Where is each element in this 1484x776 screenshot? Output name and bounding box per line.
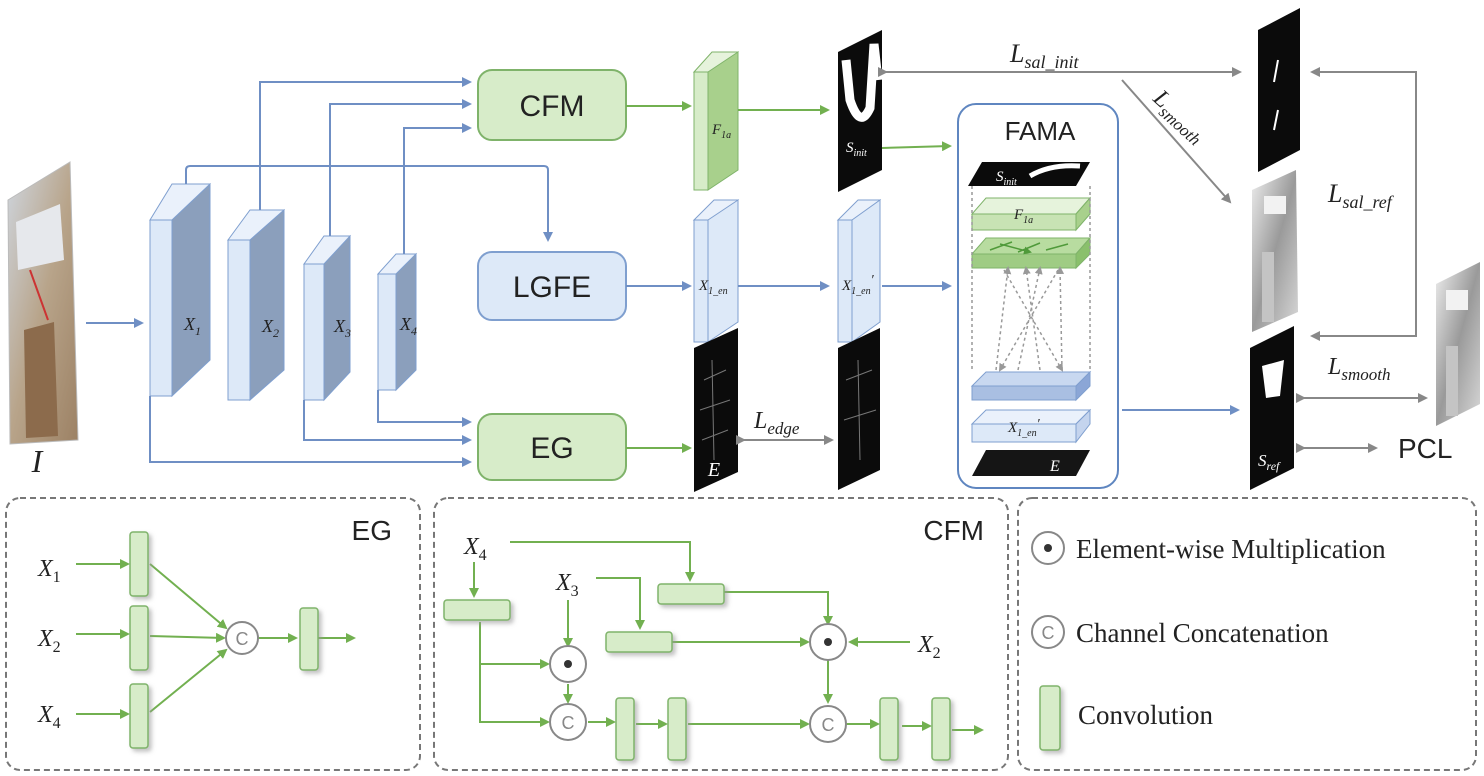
- x1-block: [149, 182, 211, 398]
- legend-panel: [1017, 497, 1477, 771]
- x1en-prime-map: [836, 199, 882, 343]
- cfm-panel-x4: X4: [463, 534, 487, 564]
- edge-loss-label: Ledge: [753, 408, 800, 438]
- smooth-loss-arrow-top: [1121, 79, 1232, 204]
- cfm-label: CFM: [520, 90, 585, 123]
- legend-conv-icon: [1039, 685, 1061, 751]
- x2-label: X2: [261, 316, 279, 340]
- eg-panel: [5, 497, 421, 771]
- edge-map-label: E: [707, 459, 720, 481]
- sal-ref-loss-label: Lsal_ref: [1327, 179, 1395, 212]
- eg-label: EG: [530, 432, 573, 465]
- f1a-map: [692, 51, 740, 191]
- cfm-panel-title: CFM: [923, 515, 984, 546]
- eg-panel-convs: [129, 531, 319, 749]
- s-ref-map: [1250, 326, 1294, 490]
- x1-label: X1: [183, 314, 201, 338]
- sal-init-gt-map: [1258, 8, 1300, 172]
- legend-concat-label: Channel Concatenation: [1076, 618, 1329, 648]
- x4-label: X4: [399, 314, 417, 338]
- cfm-panel-convs: [443, 583, 951, 761]
- x3-label: X3: [333, 316, 351, 340]
- legend-concat-icon: [1031, 615, 1065, 649]
- cfm-panel: [433, 497, 1009, 771]
- fama-attention-plate: [970, 236, 1092, 270]
- x4-block: [376, 252, 418, 392]
- s-ref-label: Sref: [1258, 451, 1281, 473]
- eg-panel-x1: X1: [37, 556, 61, 586]
- smooth-loss-label-bottom: Lsmooth: [1327, 354, 1390, 384]
- eg-panel-wiring: [76, 559, 356, 719]
- encoder-connections: [149, 77, 553, 467]
- eg-concat-symbol: C: [236, 629, 249, 649]
- input-image: [7, 161, 79, 445]
- fama-e-plate: [972, 450, 1090, 476]
- eg-concat-node: [225, 621, 259, 655]
- s-init-map: [838, 30, 883, 192]
- s-init-label: Sinit: [846, 140, 867, 159]
- sal-init-loss-label: Lsal_init: [1009, 39, 1079, 72]
- cfm-concat-symbol-1: C: [562, 713, 575, 733]
- fama-s-init-label: Sinit: [996, 169, 1017, 188]
- f1a-label: F1a: [711, 122, 731, 141]
- fama-f1a-label: F1a: [1013, 207, 1033, 226]
- x2-block: [227, 208, 285, 402]
- fama-dotted-links: [971, 186, 1091, 372]
- cfm-panel-x2: X2: [917, 632, 941, 662]
- fama-e-label: E: [1049, 458, 1060, 475]
- legend-mult-icon: [1031, 531, 1065, 565]
- legend-conv-label: Convolution: [1078, 700, 1214, 730]
- fama-title: FAMA: [1005, 116, 1076, 146]
- refined-edge-map: [838, 328, 880, 490]
- grayscale-image-top: [1252, 170, 1298, 332]
- cfm-mult-node-1: [549, 645, 587, 683]
- cfm-panel-x3: X3: [555, 570, 579, 600]
- cfm-panel-wiring: [469, 541, 984, 735]
- eg-panel-x2: X2: [37, 626, 61, 656]
- x1en-prime-label: X1_en′: [841, 273, 875, 297]
- fama-f1a-plate: [970, 196, 1092, 232]
- grayscale-image-right: [1436, 262, 1480, 426]
- pcl-label: PCL: [1398, 433, 1452, 464]
- legend-mult-label: Element-wise Multiplication: [1076, 534, 1386, 564]
- input-label: I: [31, 443, 44, 479]
- cfm-concat-node-2: [809, 705, 847, 743]
- lgfe-label: LGFE: [513, 271, 591, 304]
- x3-block: [303, 234, 351, 402]
- legend-concat-symbol: C: [1042, 623, 1055, 643]
- fama-blue-plate: [970, 370, 1092, 402]
- cfm-concat-symbol-2: C: [822, 715, 835, 735]
- fama-x1en-plate: [970, 408, 1092, 444]
- eg-panel-x4: X4: [37, 702, 61, 732]
- fama-x1en-label: X1_en′: [1007, 417, 1041, 439]
- cfm-concat-node-1: [549, 703, 587, 741]
- cfm-mult-node-2: [809, 623, 847, 661]
- eg-panel-title: EG: [352, 515, 392, 546]
- edge-map: [694, 328, 738, 492]
- x1en-map: [692, 199, 740, 343]
- x1en-label: X1_en: [698, 278, 728, 297]
